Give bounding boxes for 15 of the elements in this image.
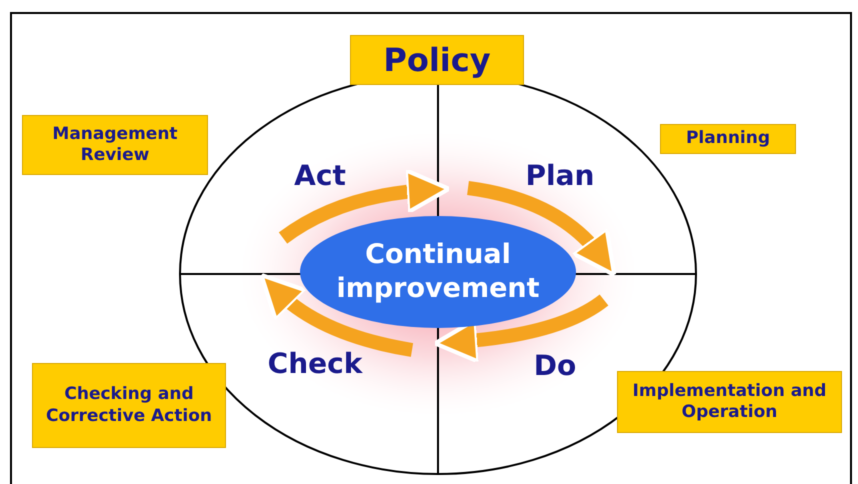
label-box	[22, 115, 208, 175]
box-text: Checking and Corrective Action	[45, 384, 213, 427]
center-text: Continual improvement	[335, 238, 541, 306]
phase-label: Do	[532, 348, 578, 383]
box-text: Management Review	[51, 124, 179, 166]
phase-label: Plan	[524, 158, 596, 193]
box-text: Implementation and Operation	[632, 380, 828, 424]
phase-label: Check	[266, 346, 364, 381]
phase-label: Act	[293, 158, 347, 193]
label-box	[660, 124, 796, 154]
box-text: Planning	[684, 128, 772, 150]
label-box	[32, 363, 226, 448]
label-box	[617, 371, 842, 433]
label-box	[350, 35, 524, 85]
box-text: Policy	[382, 40, 492, 80]
